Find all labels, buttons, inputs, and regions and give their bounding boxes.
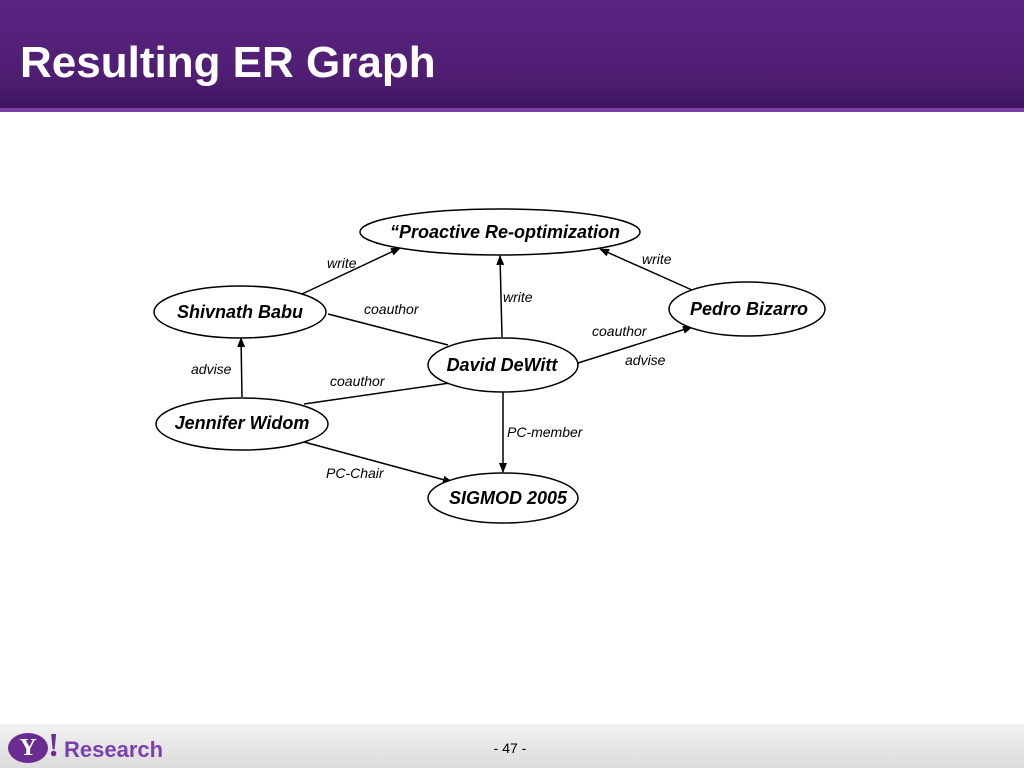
node-jennifer-widom-label: Jennifer Widom (175, 413, 310, 433)
edge-widom-coauthor-dewitt (303, 382, 451, 405)
edge-babu-coauthor-dewitt (327, 313, 449, 346)
node-pedro-bizarro-label: Pedro Bizarro (690, 299, 808, 319)
edge-bizarro-write-paper (599, 248, 693, 291)
node-shivnath-babu-label: Shivnath Babu (177, 302, 303, 322)
node-shivnath-babu: Shivnath Babu (153, 285, 327, 339)
slide-title: Resulting ER Graph (20, 38, 436, 87)
node-jennifer-widom: Jennifer Widom (155, 397, 329, 451)
node-david-dewitt-label: David DeWitt (447, 355, 559, 375)
node-david-dewitt: David DeWitt (427, 337, 579, 393)
edge-label-dewitt-coauthor: coauthor (592, 323, 648, 339)
edge-label-widom-advise: advise (191, 361, 232, 377)
node-paper: “Proactive Re-optimization (359, 208, 641, 256)
node-sigmod-2005: SIGMOD 2005 (427, 472, 579, 524)
node-pedro-bizarro: Pedro Bizarro (668, 281, 826, 337)
yahoo-research-logo: Y ! Research (8, 727, 168, 767)
edge-label-bizarro-write: write (642, 251, 672, 267)
edge-label-dewitt-advise: advise (625, 352, 666, 368)
edge-widom-pcchair-sigmod (303, 441, 453, 484)
slide-footer (0, 724, 1024, 768)
edge-widom-advise-babu (237, 337, 246, 398)
yahoo-logo-bang: ! (48, 727, 60, 764)
page-number: - 47 - (493, 740, 527, 756)
edge-labels: write write write coauthor coauthor advi… (191, 251, 672, 481)
edge-label-dewitt-pcmember: PC-member (507, 424, 584, 440)
edge-babu-write-paper (301, 247, 401, 295)
node-paper-label: “Proactive Re-optimization (390, 222, 620, 242)
yahoo-logo-word: Research (64, 737, 164, 762)
yahoo-logo-mark: Y (8, 733, 48, 763)
node-sigmod-2005-label: SIGMOD 2005 (449, 488, 568, 508)
slide-header (0, 0, 1024, 108)
edge-label-widom-pcchair: PC-Chair (326, 465, 385, 481)
edge-dewitt-coauthor-bizarro (577, 325, 693, 364)
edge-label-babu-coauthor: coauthor (364, 301, 420, 317)
edge-label-widom-coauthor: coauthor (330, 373, 386, 389)
edge-dewitt-write-paper (496, 255, 505, 338)
edges (237, 247, 693, 484)
header-rule (0, 108, 1024, 112)
edge-label-dewitt-write: write (503, 289, 533, 305)
edge-label-babu-write: write (327, 255, 357, 271)
